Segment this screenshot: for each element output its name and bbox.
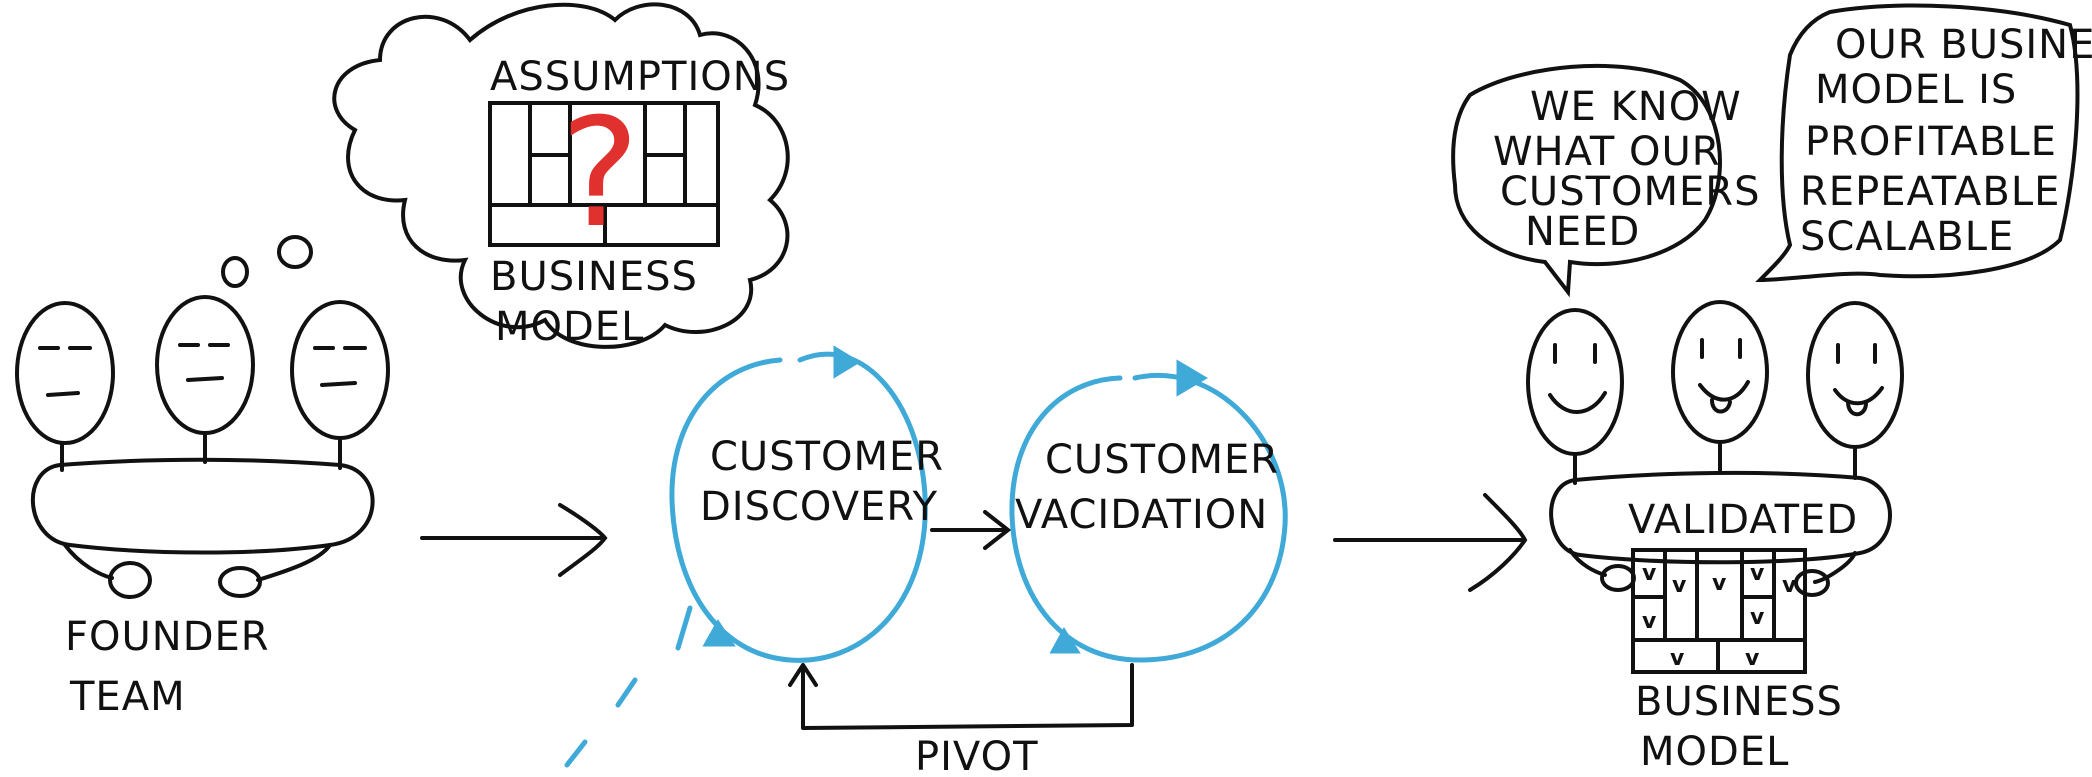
validated-label: VALIDATED <box>1628 497 1858 543</box>
speech-bubble-customers: WE KNOW WHAT OUR CUSTOMERS NEED <box>1451 63 1760 298</box>
discovery-loop <box>669 345 928 663</box>
validated-model-label: MODEL <box>1640 729 1789 775</box>
validated-head-middle <box>1671 300 1769 444</box>
founder-table <box>30 457 375 555</box>
validation-loop <box>1009 359 1288 663</box>
incoming-dashed-line <box>564 605 693 768</box>
check-1: v <box>1642 561 1657 586</box>
check-6: v <box>1642 609 1657 634</box>
validation-arrowhead-bottom <box>1049 627 1081 654</box>
speech-right-line4: REPEATABLE <box>1800 169 2060 215</box>
speech-left-line4: NEED <box>1525 209 1640 255</box>
arrow-to-validated-team <box>1333 493 1528 592</box>
check-9: v <box>1745 646 1760 671</box>
question-mark: ? <box>560 87 640 261</box>
validated-head-left <box>1526 308 1624 456</box>
founder-label: FOUNDER <box>65 614 270 660</box>
thought-dot-small <box>221 256 249 288</box>
speech-left-line2: WHAT OUR <box>1493 129 1721 175</box>
pivot-connector <box>788 663 1134 730</box>
speech-right-line3: PROFITABLE <box>1805 119 2057 165</box>
validated-team-figure <box>1526 300 1904 597</box>
arrow-discovery-to-validation <box>930 510 1012 550</box>
model-label: MODEL <box>495 304 644 350</box>
validation-arrowhead-top <box>1176 359 1208 397</box>
check-8: v <box>1670 646 1685 671</box>
check-5: v <box>1782 573 1797 598</box>
check-2: v <box>1672 573 1687 598</box>
pivot-label: PIVOT <box>915 734 1039 777</box>
founder-team-figure <box>15 295 390 599</box>
business-model-grid-sketch <box>488 101 720 247</box>
thought-dot-large <box>277 235 313 269</box>
validation-label-line2: VACIDATION <box>1015 492 1268 538</box>
discovery-label-line1: CUSTOMER <box>710 434 944 480</box>
thought-cloud <box>332 2 790 349</box>
validated-head-right <box>1806 301 1904 449</box>
check-7: v <box>1750 605 1765 630</box>
speech-left-line1: WE KNOW <box>1530 84 1742 130</box>
validated-table <box>1549 470 1892 565</box>
thought-bubble: ASSUMPTIONS ? BUSINESS MODEL <box>221 2 790 350</box>
team-label: TEAM <box>69 674 186 720</box>
validation-label-line1: CUSTOMER <box>1045 437 1279 483</box>
founder-head-right <box>290 300 390 440</box>
founder-head-middle <box>155 295 255 435</box>
arrow-to-discovery <box>420 503 608 577</box>
validated-business-label: BUSINESS <box>1635 679 1843 725</box>
validation-checkmarks: v v v v v v v v v <box>1642 561 1797 671</box>
discovery-arrowhead-bottom <box>702 619 736 647</box>
speech-right-line2: MODEL IS <box>1815 67 2017 113</box>
speech-right-line1: OUR BUSINESS <box>1835 22 2092 68</box>
check-4: v <box>1750 561 1765 586</box>
speech-right-line5: SCALABLE <box>1800 214 2014 260</box>
business-label: BUSINESS <box>490 254 698 300</box>
speech-left-line3: CUSTOMERS <box>1500 169 1760 215</box>
speech-bubble-business-model: OUR BUSINESS MODEL IS PROFITABLE REPEATA… <box>1755 3 2092 283</box>
assumptions-label: ASSUMPTIONS <box>490 54 790 100</box>
founder-head-left <box>15 301 115 445</box>
validated-business-model-grid <box>1631 548 1807 674</box>
discovery-arrowhead-top <box>833 345 861 379</box>
check-3: v <box>1712 571 1727 596</box>
discovery-label-line2: DISCOVERY <box>700 484 938 530</box>
